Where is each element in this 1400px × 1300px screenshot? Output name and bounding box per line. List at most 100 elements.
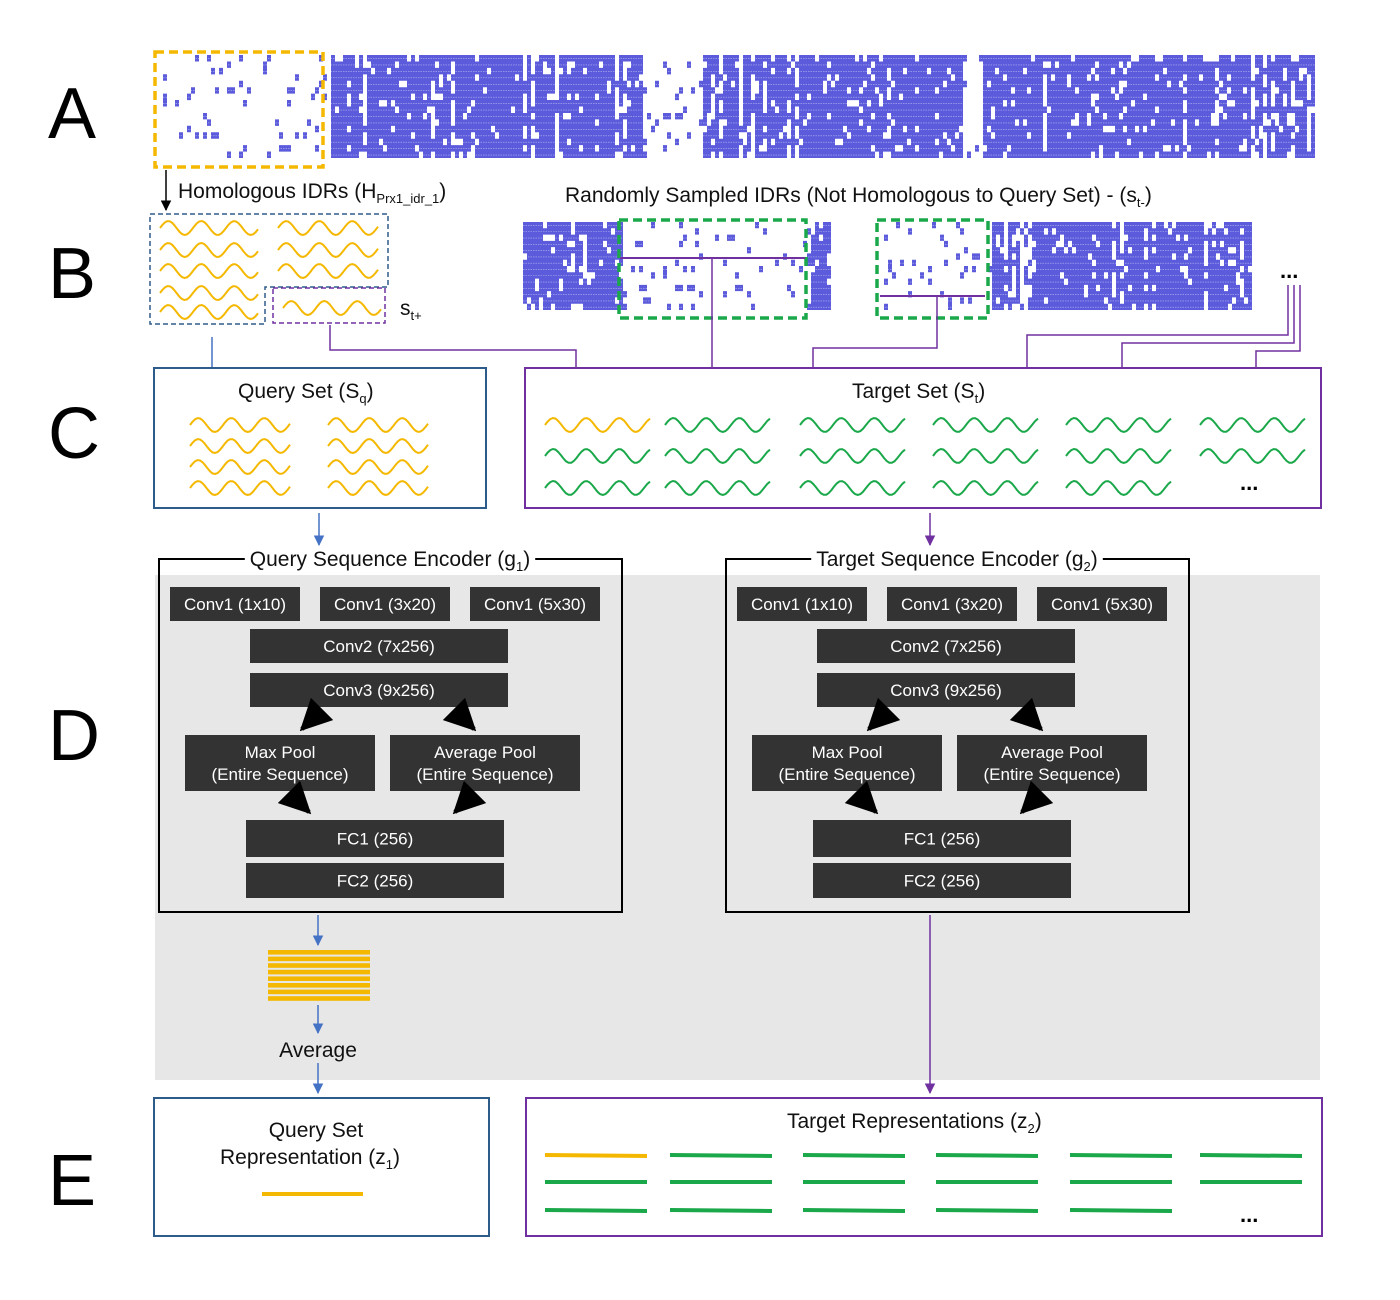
negative-target-wave (799, 447, 906, 465)
query-idr-wave (189, 438, 291, 455)
target-representations-box (525, 1097, 1323, 1237)
negative-target-wave (544, 479, 651, 497)
average-pool-label: (Entire Sequence) (416, 765, 553, 784)
encoder-title: Query Sequence Encoder (g1) (250, 548, 530, 574)
negative-target-wave (1065, 479, 1172, 497)
query-embedding (268, 963, 370, 968)
sampled-alignment-1 (523, 222, 833, 310)
query-encoder: Query Sequence Encoder (g1)Conv1 (1x10)C… (158, 548, 623, 913)
fc1-box (813, 820, 1071, 857)
alignment-residue-letters (163, 58, 1318, 156)
target-representations-title: Target Representations (z2) (787, 1110, 1042, 1136)
alignment-a (163, 55, 1318, 158)
target-set-waves (544, 416, 1306, 497)
homologous-idr-wave (159, 241, 259, 259)
flow-arrow (299, 697, 334, 732)
alignment-residues (163, 55, 1315, 158)
sampled-idr-highlight-2 (875, 218, 990, 320)
conv1-1x10-box (737, 587, 867, 621)
conv1-1x10-box (170, 587, 300, 621)
panel-letter-e: E (48, 1141, 96, 1221)
positive-target-wave (544, 416, 651, 434)
random-idrs-label: Randomly Sampled IDRs (Not Homologous to… (565, 184, 1152, 210)
negative-target-wave (932, 447, 1039, 465)
conv1-5x30-label: Conv1 (5x30) (484, 595, 586, 614)
homologous-set-outline (149, 213, 389, 325)
query-embedding (268, 956, 370, 962)
panel-letter-d: D (48, 696, 100, 776)
negative-target-wave (932, 479, 1039, 497)
flow-arrow (1019, 780, 1054, 815)
conv3-label: Conv3 (9x256) (323, 681, 435, 700)
query-idr-wave (327, 417, 429, 434)
homologous-idr-wave (159, 284, 259, 302)
negative-target-wave (1199, 416, 1306, 434)
conv2-box (250, 629, 508, 663)
query-idr-wave (189, 459, 291, 476)
negative-target-wave (1065, 447, 1172, 465)
conv2-label: Conv2 (7x256) (890, 637, 1002, 656)
average-pool-label: (Entire Sequence) (983, 765, 1120, 784)
negative-target-wave (799, 416, 906, 434)
negative-target-wave (664, 479, 771, 497)
max-pool-label: Max Pool (812, 743, 883, 762)
conv1-5x30-box (1037, 587, 1167, 621)
st-plus-outline (272, 287, 386, 324)
average-label: Average (279, 1039, 357, 1062)
negative-target-wave (1199, 447, 1306, 465)
conv1-1x10-label: Conv1 (1x10) (751, 595, 853, 614)
flow-arrow (277, 780, 312, 815)
negative-target-vector (802, 1153, 906, 1158)
flow-arrow (1009, 697, 1044, 732)
conv1-5x30-box (470, 587, 600, 621)
fc2-box (813, 863, 1071, 898)
query-representation-title-line2: Representation (z1) (220, 1146, 400, 1172)
alignment-residues (523, 222, 831, 310)
target-set-ellipsis: ... (1240, 470, 1258, 495)
negative-target-vector (669, 1208, 773, 1213)
homologous-idrs-label: Homologous IDRs (HPrx1_idr_1) (178, 180, 446, 206)
target-representations-ellipsis: ... (1240, 1202, 1258, 1227)
query-embedding (268, 950, 370, 955)
conv1-3x20-label: Conv1 (3x20) (334, 595, 436, 614)
query-embedding (268, 976, 370, 981)
homologous-idr-highlight (153, 50, 325, 169)
target-encoder: Target Sequence Encoder (g2)Conv1 (1x10)… (725, 548, 1190, 913)
alignment-residues (884, 222, 1252, 310)
fc2-box (246, 863, 504, 898)
encoder-title-gap (244, 554, 536, 564)
conv1-3x20-label: Conv1 (3x20) (901, 595, 1003, 614)
panel-letter-a: A (48, 74, 96, 154)
target-set-box (524, 367, 1322, 509)
homologous-idr-wave (277, 263, 379, 280)
query-set-title: Query Set (Sq) (238, 380, 374, 406)
negative-target-wave (664, 416, 771, 434)
fc1-label: FC1 (256) (337, 830, 414, 849)
homologous-waves (159, 219, 382, 321)
query-embedding (268, 996, 370, 1001)
negative-target-vector (935, 1208, 1039, 1213)
alignment-residue-letters (523, 225, 833, 308)
query-representation-box (153, 1097, 490, 1237)
negative-target-vector (935, 1153, 1039, 1158)
max-pool-label: Max Pool (245, 743, 316, 762)
sampled-alignment-2 (880, 222, 1253, 310)
negative-target-vector (1069, 1208, 1173, 1213)
query-embedding-stack (268, 950, 370, 1001)
conv3-label: Conv3 (9x256) (890, 681, 1002, 700)
max-pool-label: (Entire Sequence) (778, 765, 915, 784)
negative-target-wave (544, 447, 651, 465)
homologous-idr-wave (277, 220, 379, 237)
flow-arrow (866, 697, 901, 732)
negative-target-wave (1065, 416, 1172, 434)
panel-letter-b: B (48, 234, 96, 314)
conv1-3x20-box (887, 587, 1017, 621)
query-set-box (153, 367, 487, 509)
target-representation-vectors (544, 1153, 1303, 1213)
negative-target-wave (664, 447, 771, 465)
query-set-waves (189, 417, 429, 497)
query-idr-wave (327, 438, 429, 455)
query-idr-wave (327, 459, 429, 476)
query-embedding (268, 969, 370, 975)
